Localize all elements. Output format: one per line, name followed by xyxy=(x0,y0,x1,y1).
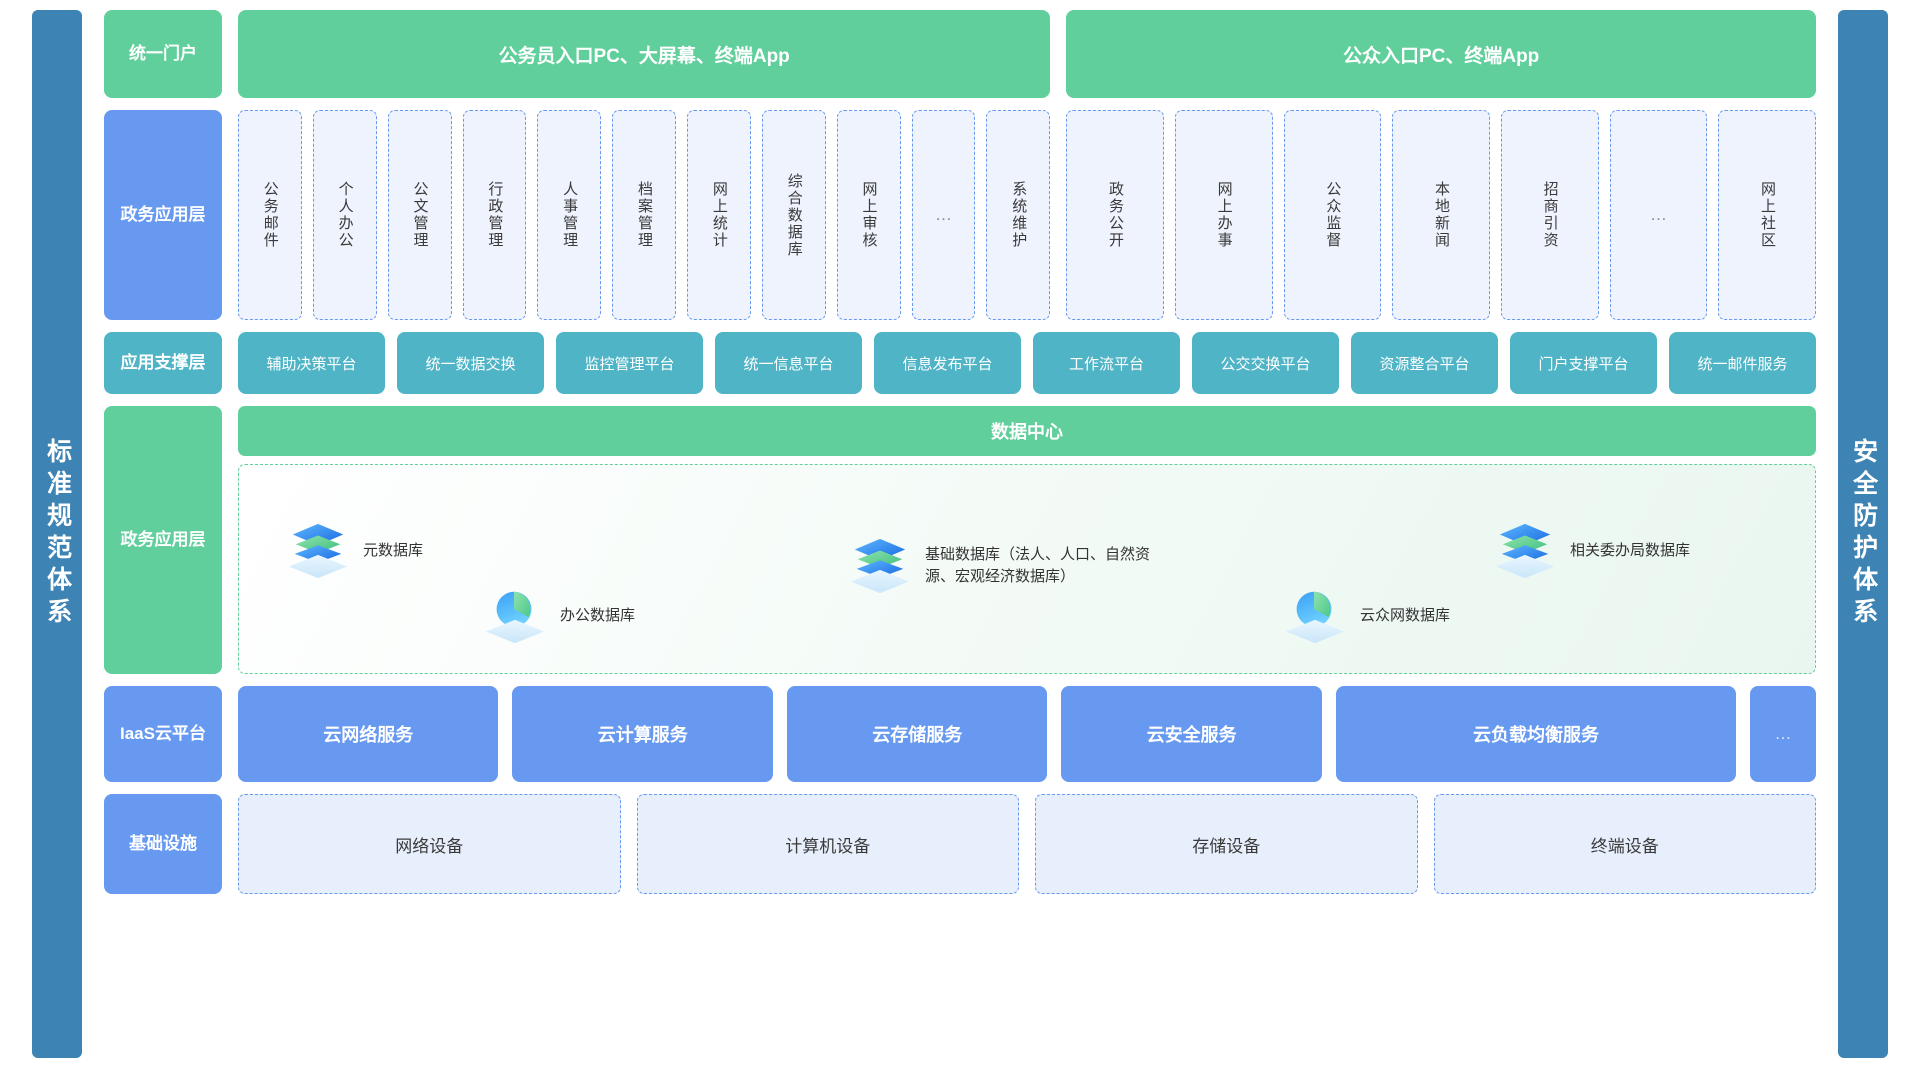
layer-stack: 统一门户 公务员入口PC、大屏幕、终端App 公众入口PC、终端App 政务应用… xyxy=(82,10,1838,1058)
layer-label-iaas: IaaS云平台 xyxy=(104,686,222,782)
layer-label-support: 应用支撑层 xyxy=(104,332,222,394)
app-cell-zhaoshangyinzi[interactable]: 招商引资 xyxy=(1500,110,1599,320)
database-item[interactable]: 办公数据库 xyxy=(484,585,635,647)
support-cell-fuzhujuece[interactable]: 辅助决策平台 xyxy=(238,332,385,394)
iaas-cell-compute[interactable]: 云计算服务 xyxy=(512,686,773,782)
infra-cell-terminal-devices[interactable]: 终端设备 xyxy=(1433,794,1816,894)
app-group-officials: 公务邮件 个人办公 公文管理 行政管理 人事管理 档案管理 网上统计 综合数据库… xyxy=(238,110,1051,320)
app-cell-bendixinwen[interactable]: 本地新闻 xyxy=(1392,110,1490,320)
pie-chart-disk-icon xyxy=(484,585,546,647)
iaas-service-list: 云网络服务 云计算服务 云存储服务 云安全服务 云负载均衡服务 … xyxy=(238,686,1816,782)
support-cell-gongzuoliu[interactable]: 工作流平台 xyxy=(1033,332,1180,394)
row-portal: 统一门户 公务员入口PC、大屏幕、终端App 公众入口PC、终端App xyxy=(104,10,1816,98)
app-cell-wangshangtongji[interactable]: 网上统计 xyxy=(687,110,751,320)
app-cell-xingzhengguanli[interactable]: 行政管理 xyxy=(462,110,527,320)
app-cell-gongzhongjiandu[interactable]: 公众监督 xyxy=(1283,110,1382,320)
app-cell-xitongweihu[interactable]: 系统维护 xyxy=(986,110,1051,320)
app-cell-gerenbangong[interactable]: 个人办公 xyxy=(312,110,377,320)
support-cell-xinxifabu[interactable]: 信息发布平台 xyxy=(874,332,1021,394)
infra-cell-computer-devices[interactable]: 计算机设备 xyxy=(636,794,1019,894)
app-cell-wangshangshequ[interactable]: 网上社区 xyxy=(1718,110,1816,320)
app-cell-wangshangshenhe[interactable]: 网上审核 xyxy=(836,110,901,320)
app-cell-more-right[interactable]: … xyxy=(1609,110,1708,320)
support-cell-ziyuanzhenghe[interactable]: 资源整合平台 xyxy=(1351,332,1498,394)
row-support-layer: 应用支撑层 辅助决策平台 统一数据交换 监控管理平台 统一信息平台 信息发布平台… xyxy=(104,332,1816,394)
pie-chart-disk-icon xyxy=(1284,585,1346,647)
infra-cell-storage-devices[interactable]: 存储设备 xyxy=(1035,794,1418,894)
database-item[interactable]: 相关委办局数据库 xyxy=(1494,520,1690,582)
portal-box-officials[interactable]: 公务员入口PC、大屏幕、终端App xyxy=(238,10,1051,98)
app-cell-wangshangbanshi[interactable]: 网上办事 xyxy=(1174,110,1273,320)
infra-cell-network-devices[interactable]: 网络设备 xyxy=(238,794,621,894)
row-data-center: 政务应用层 数据中心 元数据库 xyxy=(104,406,1816,674)
sidebar-standard-system: 标准规范体系 xyxy=(32,10,82,1058)
app-cell-danganguanli[interactable]: 档案管理 xyxy=(612,110,677,320)
data-center-header: 数据中心 xyxy=(238,406,1816,456)
support-cell-tongyishujujiaohuan[interactable]: 统一数据交换 xyxy=(397,332,544,394)
data-center-panel: 数据中心 元数据库 xyxy=(238,406,1816,674)
support-cell-tongyiyoujian[interactable]: 统一邮件服务 xyxy=(1669,332,1816,394)
iaas-cell-more[interactable]: … xyxy=(1749,686,1816,782)
data-center-body: 元数据库 办公数据库 xyxy=(238,464,1816,674)
layer-label-application: 政务应用层 xyxy=(104,110,222,320)
layer-label-portal: 统一门户 xyxy=(104,10,222,98)
database-label: 元数据库 xyxy=(363,541,424,559)
app-cell-gongwenguanli[interactable]: 公文管理 xyxy=(387,110,452,320)
app-cell-more-left[interactable]: … xyxy=(911,110,976,320)
database-item[interactable]: 云众网数据库 xyxy=(1284,585,1450,647)
row-application-layer: 政务应用层 公务邮件 个人办公 公文管理 行政管理 人事管理 档案管理 网上统计… xyxy=(104,110,1816,320)
database-label: 办公数据库 xyxy=(560,606,636,624)
stacked-layers-icon xyxy=(849,535,911,597)
database-label: 相关委办局数据库 xyxy=(1570,541,1691,559)
support-cell-gongjiaojiaohuan[interactable]: 公交交换平台 xyxy=(1192,332,1339,394)
infrastructure-list: 网络设备 计算机设备 存储设备 终端设备 xyxy=(238,794,1816,894)
database-label: 基础数据库（法人、人口、自然资源、宏观经济数据库） xyxy=(925,545,1151,586)
row-infrastructure: 基础设施 网络设备 计算机设备 存储设备 终端设备 xyxy=(104,794,1816,894)
stacked-layers-icon xyxy=(287,520,349,582)
layer-label-data-application: 政务应用层 xyxy=(104,406,222,674)
database-item[interactable]: 元数据库 xyxy=(287,520,423,582)
database-label: 云众网数据库 xyxy=(1360,606,1451,624)
stacked-layers-icon xyxy=(1494,520,1556,582)
app-cell-gongwuyoujian[interactable]: 公务邮件 xyxy=(238,110,302,320)
app-cell-renshiguanli[interactable]: 人事管理 xyxy=(537,110,602,320)
database-item[interactable]: 基础数据库（法人、人口、自然资源、宏观经济数据库） xyxy=(849,535,1155,597)
iaas-cell-security[interactable]: 云安全服务 xyxy=(1061,686,1322,782)
support-cell-menhuzhicheng[interactable]: 门户支撑平台 xyxy=(1510,332,1657,394)
layer-label-infrastructure: 基础设施 xyxy=(104,794,222,894)
sidebar-security-system: 安全防护体系 xyxy=(1838,10,1888,1058)
iaas-cell-network[interactable]: 云网络服务 xyxy=(238,686,499,782)
support-platform-list: 辅助决策平台 统一数据交换 监控管理平台 统一信息平台 信息发布平台 工作流平台… xyxy=(238,332,1816,394)
app-cell-zongheshujuku[interactable]: 综合数据库 xyxy=(761,110,826,320)
app-group-public: 政务公开 网上办事 公众监督 本地新闻 招商引资 … 网上社区 xyxy=(1066,110,1816,320)
portal-box-public[interactable]: 公众入口PC、终端App xyxy=(1066,10,1816,98)
app-cell-zhengwugongkai[interactable]: 政务公开 xyxy=(1066,110,1164,320)
support-cell-tongyixinxi[interactable]: 统一信息平台 xyxy=(715,332,862,394)
iaas-cell-load-balancer[interactable]: 云负载均衡服务 xyxy=(1335,686,1736,782)
support-cell-jiankongguanli[interactable]: 监控管理平台 xyxy=(556,332,703,394)
row-iaas: IaaS云平台 云网络服务 云计算服务 云存储服务 云安全服务 云负载均衡服务 … xyxy=(104,686,1816,782)
iaas-cell-storage[interactable]: 云存储服务 xyxy=(786,686,1048,782)
